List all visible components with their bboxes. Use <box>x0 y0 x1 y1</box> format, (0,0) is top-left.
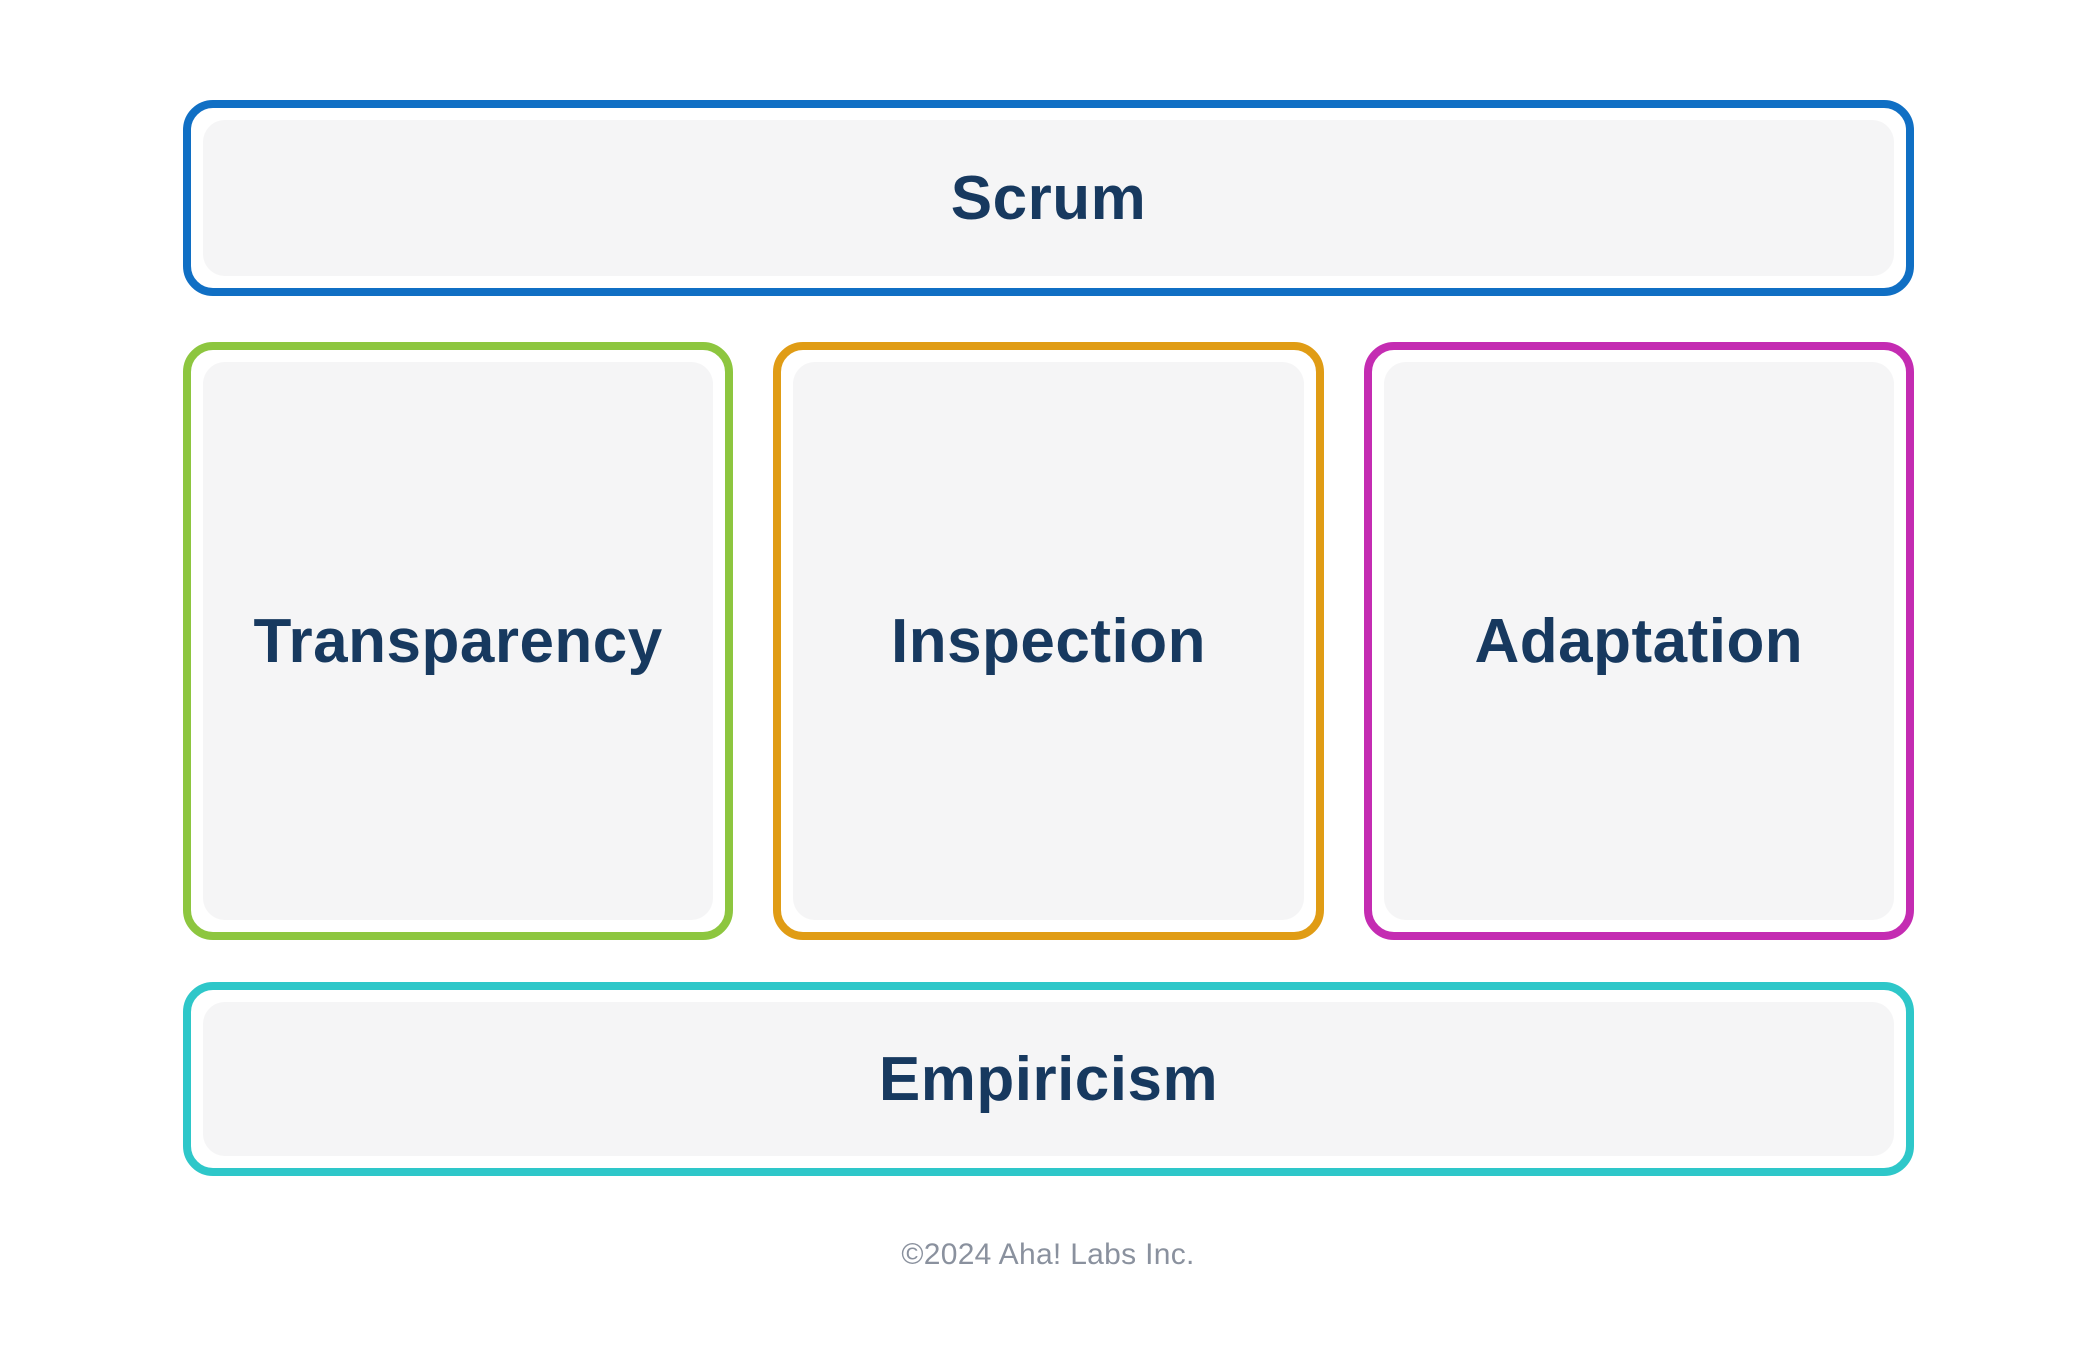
empiricism-panel: Empiricism <box>203 1002 1894 1156</box>
adaptation-panel: Adaptation <box>1383 362 1894 920</box>
inspection-box: Inspection <box>773 342 1324 940</box>
copyright-text: ©2024 Aha! Labs Inc. <box>901 1238 1195 1271</box>
inspection-panel: Inspection <box>793 362 1304 920</box>
transparency-panel: Transparency <box>203 362 714 920</box>
scrum-box: Scrum <box>183 100 1914 296</box>
inspection-label: Inspection <box>890 606 1206 676</box>
adaptation-box: Adaptation <box>1363 342 1914 940</box>
scrum-panel: Scrum <box>203 120 1894 276</box>
pillars-row: Transparency Inspection Adaptation <box>183 342 1914 940</box>
empiricism-box: Empiricism <box>183 982 1914 1176</box>
transparency-label: Transparency <box>253 606 663 676</box>
scrum-label: Scrum <box>950 163 1147 233</box>
adaptation-label: Adaptation <box>1474 606 1804 676</box>
empiricism-label: Empiricism <box>878 1044 1219 1114</box>
transparency-box: Transparency <box>183 342 734 940</box>
